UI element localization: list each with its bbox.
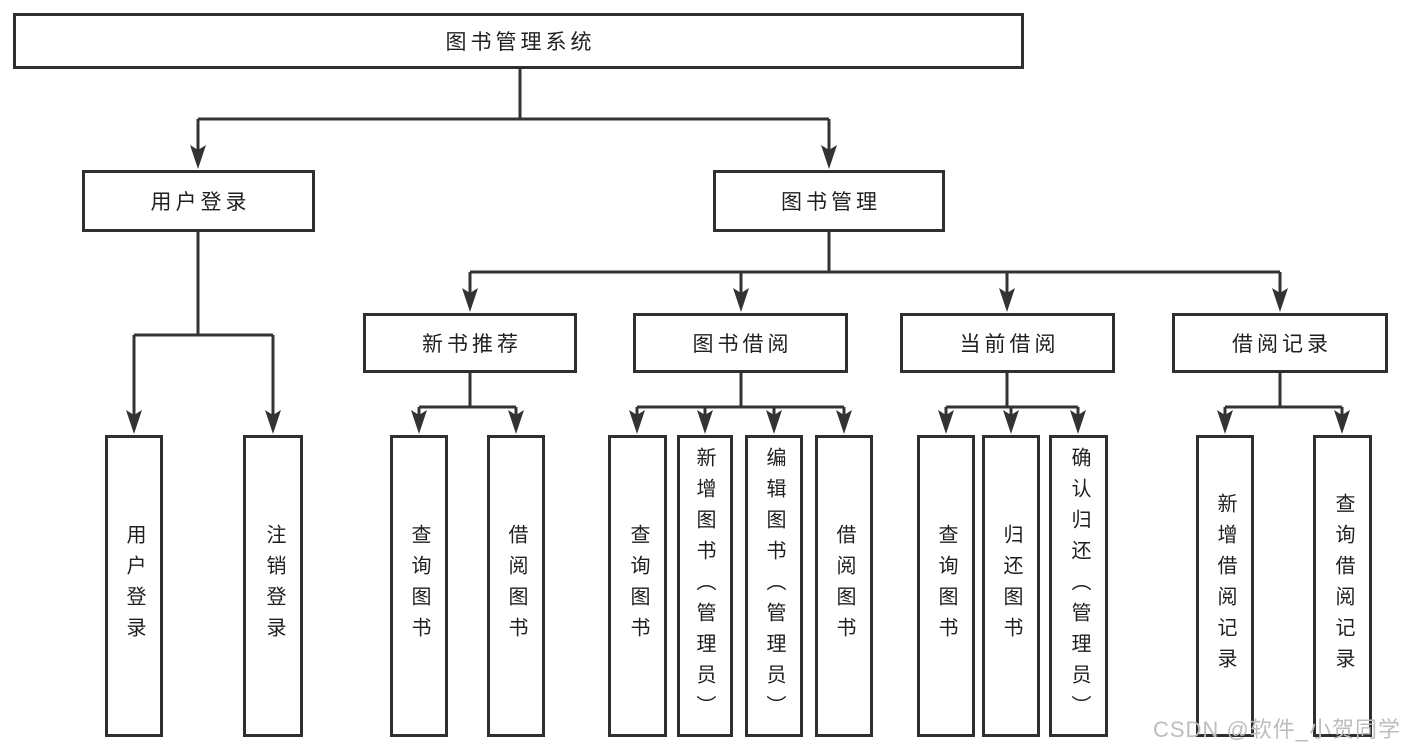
node-book-management: 图书管理 — [713, 170, 945, 232]
leaf-user-login: 用户登录 — [105, 435, 163, 737]
node-library-system: 图书管理系统 — [13, 13, 1024, 69]
leaf-borrow-books: 借阅图书 — [815, 435, 873, 737]
leaf-query-borrow-record: 查询借阅记录 — [1313, 435, 1372, 737]
node-current-borrow: 当前借阅 — [900, 313, 1115, 373]
node-book-borrow: 图书借阅 — [633, 313, 848, 373]
leaf-query-books-borrow: 查询图书 — [608, 435, 667, 737]
leaf-add-books-admin: 新增图书（管理员） — [677, 435, 733, 737]
leaf-borrow-books-recommend: 借阅图书 — [487, 435, 545, 737]
leaf-return-books: 归还图书 — [982, 435, 1040, 737]
leaf-query-books-recommend: 查询图书 — [390, 435, 448, 737]
leaf-query-books-current: 查询图书 — [917, 435, 975, 737]
node-new-book-recommend: 新书推荐 — [363, 313, 577, 373]
leaf-edit-books-admin: 编辑图书（管理员） — [745, 435, 803, 737]
csdn-watermark: CSDN @软件_小贺同学 — [1152, 717, 1401, 742]
leaf-add-borrow-record: 新增借阅记录 — [1196, 435, 1254, 737]
leaf-logout: 注销登录 — [243, 435, 303, 737]
leaf-confirm-return-admin: 确认归还（管理员） — [1049, 435, 1108, 737]
node-borrow-records: 借阅记录 — [1172, 313, 1388, 373]
node-user-login: 用户登录 — [82, 170, 315, 232]
